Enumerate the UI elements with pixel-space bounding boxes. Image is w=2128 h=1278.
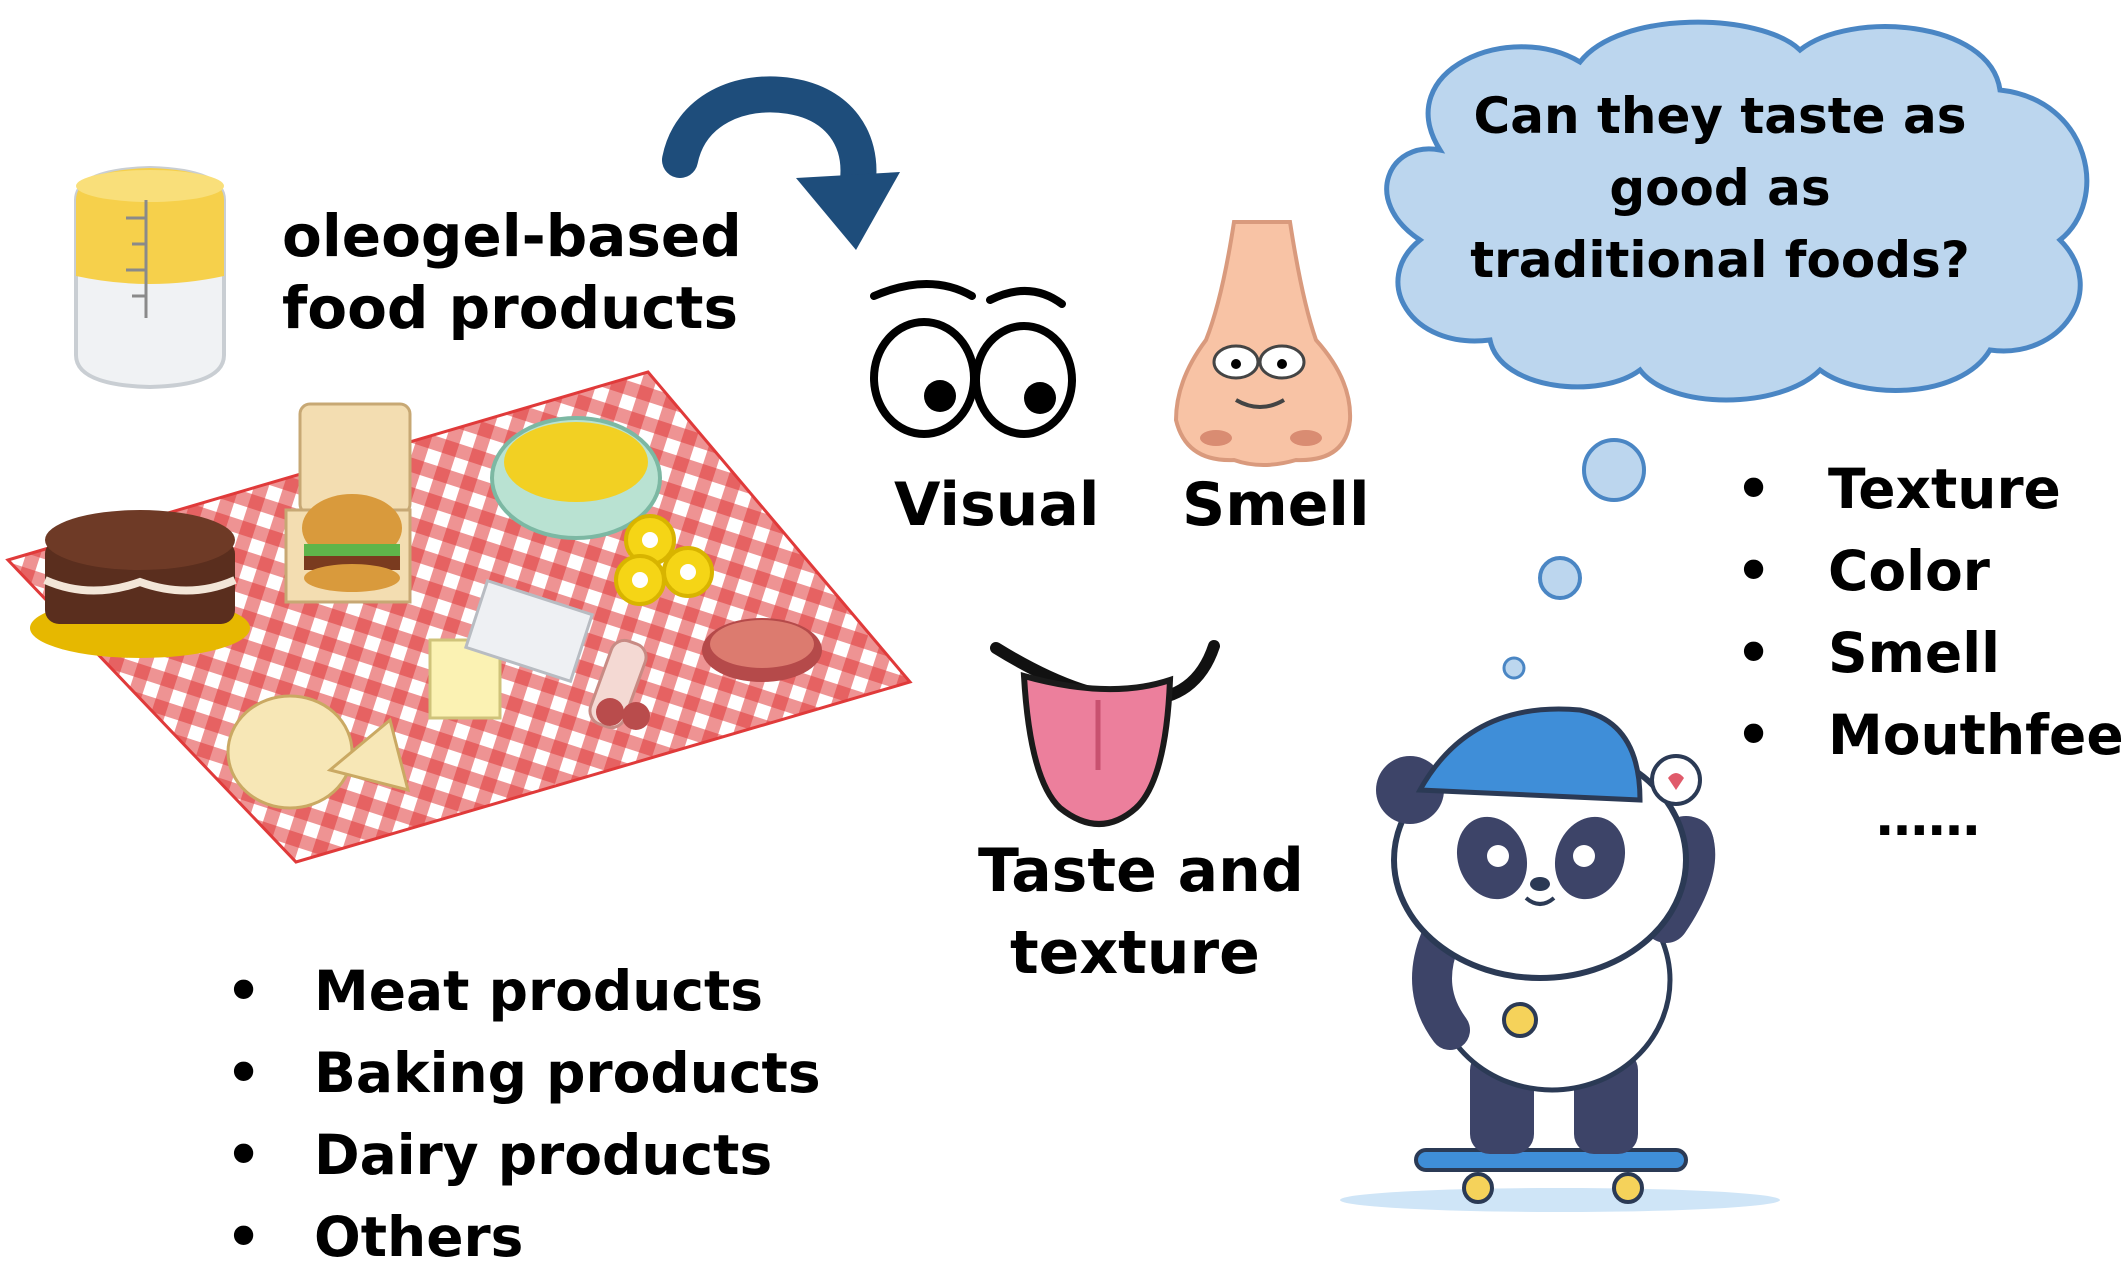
list-item-label: Smell bbox=[1828, 621, 2000, 685]
list-item: • Texture bbox=[1736, 448, 2128, 530]
question-line1: Can they taste as bbox=[1473, 87, 1967, 145]
taste-label-line1: Taste and bbox=[978, 836, 1304, 906]
list-item-label: Baking products bbox=[314, 1041, 821, 1105]
list-item-label: Mouthfeel bbox=[1828, 703, 2128, 767]
question-line3: traditional foods? bbox=[1470, 231, 1970, 289]
bullet: • bbox=[1736, 457, 1772, 521]
more-ellipsis: …… bbox=[1876, 788, 1980, 848]
bullet: • bbox=[226, 959, 262, 1023]
thought-cloud-icon bbox=[1384, 19, 2090, 680]
tongue-icon bbox=[990, 640, 1220, 827]
list-item-label: Meat products bbox=[314, 959, 764, 1023]
product-title-line1: oleogel-based bbox=[282, 202, 742, 270]
picnic-food-icon bbox=[5, 370, 913, 864]
list-item-label: Others bbox=[314, 1205, 524, 1269]
bullet: • bbox=[1736, 621, 1772, 685]
nose-icon bbox=[1173, 220, 1353, 467]
list-item: • Others bbox=[226, 1196, 821, 1278]
question-text: Can they taste as good as traditional fo… bbox=[1450, 80, 1990, 296]
list-item: • Baking products bbox=[226, 1032, 821, 1114]
visual-label: Visual bbox=[894, 470, 1100, 540]
question-line2: good as bbox=[1609, 159, 1831, 217]
list-item: • Mouthfeel bbox=[1736, 694, 2128, 776]
bullet: • bbox=[1736, 539, 1772, 603]
list-item-label: Dairy products bbox=[314, 1123, 773, 1187]
bullet: • bbox=[1736, 703, 1772, 767]
list-item-label: Color bbox=[1828, 539, 1990, 603]
product-title-line2: food products bbox=[282, 274, 739, 342]
taste-label-line2: texture bbox=[1010, 918, 1260, 988]
bullet: • bbox=[226, 1123, 262, 1187]
product-category-list: • Meat products • Baking products • Dairy p… bbox=[226, 950, 821, 1278]
bullet: • bbox=[226, 1205, 262, 1269]
panda-skateboard-icon bbox=[1340, 706, 1780, 1212]
smell-label: Smell bbox=[1182, 470, 1370, 540]
oleogel-jar-icon bbox=[74, 165, 226, 390]
bullet: • bbox=[226, 1041, 262, 1105]
eyes-icon bbox=[870, 280, 1076, 438]
list-item-label: Texture bbox=[1828, 457, 2061, 521]
list-item: • Meat products bbox=[226, 950, 821, 1032]
list-item: • Smell bbox=[1736, 612, 2128, 694]
sensory-attribute-list: • Texture • Color • Smell • Mouthfeel bbox=[1736, 448, 2128, 776]
list-item: • Dairy products bbox=[226, 1114, 821, 1196]
list-item: • Color bbox=[1736, 530, 2128, 612]
curved-arrow-icon bbox=[662, 76, 900, 250]
